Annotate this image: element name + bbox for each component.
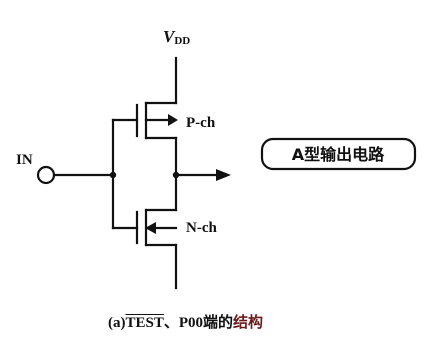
- nmos-label: N-ch: [186, 220, 217, 236]
- pmos-arrow: [168, 114, 178, 126]
- caption-prefix: (a): [108, 315, 126, 331]
- caption-tail: 结构: [233, 315, 264, 331]
- nmos-arrow: [145, 222, 156, 234]
- nmos-transistor: [135, 208, 178, 247]
- input-terminal: [36, 165, 56, 185]
- pmos-transistor: [135, 101, 178, 140]
- caption-test-signal: TEST: [125, 315, 164, 331]
- output-type-box: [260, 137, 417, 171]
- output-type-label: A型输出电路: [292, 145, 385, 164]
- pmos-label: P-ch: [186, 115, 216, 131]
- figure-caption: (a)TEST、P00端的结构: [108, 311, 263, 332]
- output-arrow: [216, 169, 231, 181]
- vdd-label: VDD: [163, 27, 190, 47]
- caption-middle: 、P00端的: [163, 315, 234, 331]
- input-label: IN: [16, 152, 33, 168]
